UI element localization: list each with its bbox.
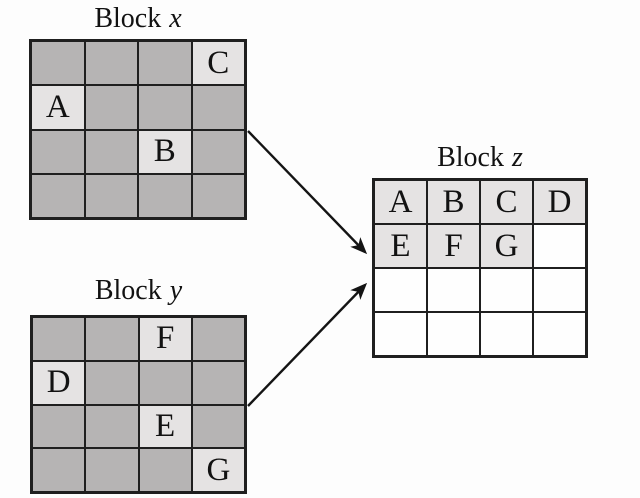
grid-cell-empty: [85, 130, 137, 173]
grid-cell-c: C: [192, 42, 244, 85]
grid-cell-b: B: [139, 130, 191, 173]
grid-cell-empty: [33, 449, 85, 491]
grid-cell-f: F: [139, 318, 191, 360]
grid-cell-empty: [534, 269, 585, 311]
grid-cell-empty: [86, 361, 138, 404]
grid-cell-empty: [375, 313, 426, 355]
grid-cell-g: G: [481, 225, 532, 267]
block-y-title-var: y: [169, 275, 183, 306]
grid-cell-empty: [192, 361, 244, 404]
grid-cell-f: F: [428, 225, 479, 267]
grid-cell-c: C: [481, 181, 532, 223]
grid-cell-empty: [32, 174, 84, 217]
block-z-title-word: Block: [437, 142, 504, 173]
grid-cell-empty: [86, 449, 138, 491]
block-y-title-word: Block: [94, 275, 162, 306]
grid-cell-empty: [192, 130, 244, 173]
grid-cell-a: A: [32, 86, 84, 129]
grid-cell-empty: [85, 86, 137, 129]
grid-cell-empty: [481, 269, 532, 311]
grid-cell-d: D: [33, 361, 85, 404]
grid-cell-empty: [85, 42, 137, 85]
block-x-title-word: Block: [94, 3, 162, 34]
grid-cell-empty: [428, 313, 479, 355]
grid-cell-e: E: [375, 225, 426, 267]
grid-cell-empty: [32, 130, 84, 173]
grid-cell-g: G: [192, 449, 244, 491]
grid-cell-empty: [85, 174, 137, 217]
grid-cell-b: B: [428, 181, 479, 223]
grid-cell-empty: [32, 42, 84, 85]
grid-cell-e: E: [139, 405, 191, 448]
arrow-block-y-to-block-z: [247, 282, 368, 407]
grid-cell-empty: [428, 269, 479, 311]
block-x-grid: C A B: [29, 39, 247, 220]
grid-cell-empty: [534, 225, 585, 267]
grid-cell-d: D: [534, 181, 585, 223]
grid-cell-empty: [33, 318, 85, 360]
grid-cell-empty: [192, 318, 244, 360]
grid-cell-empty: [139, 449, 191, 491]
grid-cell-empty: [86, 318, 138, 360]
grid-cell-empty: [192, 174, 244, 217]
block-x-title: Block x: [29, 5, 247, 33]
grid-cell-empty: [481, 313, 532, 355]
block-z-title: Block z: [372, 144, 588, 172]
grid-cell-empty: [139, 174, 191, 217]
grid-cell-empty: [86, 405, 138, 448]
grid-cell-a: A: [375, 181, 426, 223]
grid-cell-empty: [192, 405, 244, 448]
block-z-title-var: z: [511, 142, 523, 173]
block-x-title-var: x: [169, 3, 182, 34]
grid-cell-empty: [192, 86, 244, 129]
block-y-title: Block y: [30, 277, 247, 305]
grid-cell-empty: [534, 313, 585, 355]
grid-cell-empty: [139, 86, 191, 129]
grid-cell-empty: [139, 361, 191, 404]
grid-cell-empty: [33, 405, 85, 448]
arrow-block-x-to-block-z: [247, 130, 368, 255]
grid-cell-empty: [139, 42, 191, 85]
grid-cell-empty: [375, 269, 426, 311]
